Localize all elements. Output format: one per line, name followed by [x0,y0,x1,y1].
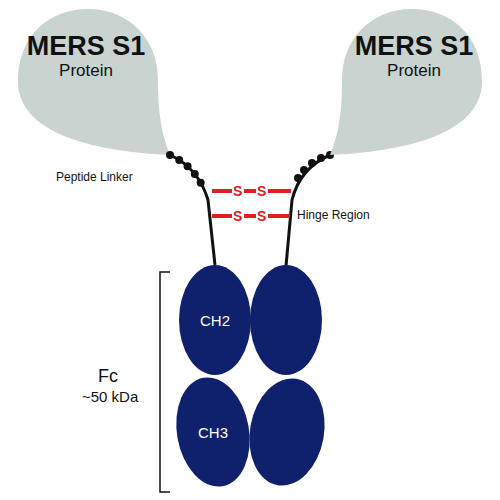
text-wrap: CH3 [176,377,250,487]
fc-domain: CH2 [178,265,252,375]
hinge-label: Hinge Region [297,208,370,222]
linker-dot [308,159,316,167]
protein-blob [330,9,482,155]
linker-dot [197,179,205,187]
sulfur-atom: S [257,183,266,199]
domain-name: CH2 [200,312,230,329]
disulfide-bond [268,189,291,193]
heavy-chain-line [170,155,215,265]
disulfide-bond [212,214,232,218]
text-wrap: MERS S1Protein [10,31,162,81]
protein-name: MERS S1 [338,31,490,61]
disulfide-bond [244,214,256,218]
linker-dot [317,154,325,162]
disulfide-bond [212,189,232,193]
domain-ellipse [179,265,251,375]
linker-dot [300,166,308,174]
s1-protein-domain: MERS S1Protein [330,5,490,155]
disulfide-bond [244,189,256,193]
s1-protein-domain: MERS S1Protein [10,5,170,155]
linker-dot [175,156,183,164]
sulfur-atom: S [233,208,242,224]
linker-dot [166,151,174,159]
linker-label: Peptide Linker [56,170,133,184]
linker-dot [294,174,302,182]
sulfur-atom: S [233,183,242,199]
sulfur-atom: S [257,208,266,224]
fc-domain: CH3 [176,377,250,487]
mass-label: ~50 kDa [82,388,138,405]
protein-name: MERS S1 [10,31,162,61]
linker-dot [191,170,199,178]
domain-ellipse [168,372,258,493]
text-wrap: MERS S1Protein [338,31,490,81]
fc-bracket [160,272,170,492]
protein-blob [18,9,170,155]
text-wrap: CH2 [178,265,252,375]
ch3-domain [241,372,333,491]
linker-dot [184,162,192,170]
protein-subtitle: Protein [338,61,490,81]
ch2-domain [250,265,322,375]
protein-subtitle: Protein [10,61,162,81]
fc-label: Fc [98,366,118,387]
disulfide-bond [268,214,290,218]
domain-name: CH3 [198,424,228,441]
